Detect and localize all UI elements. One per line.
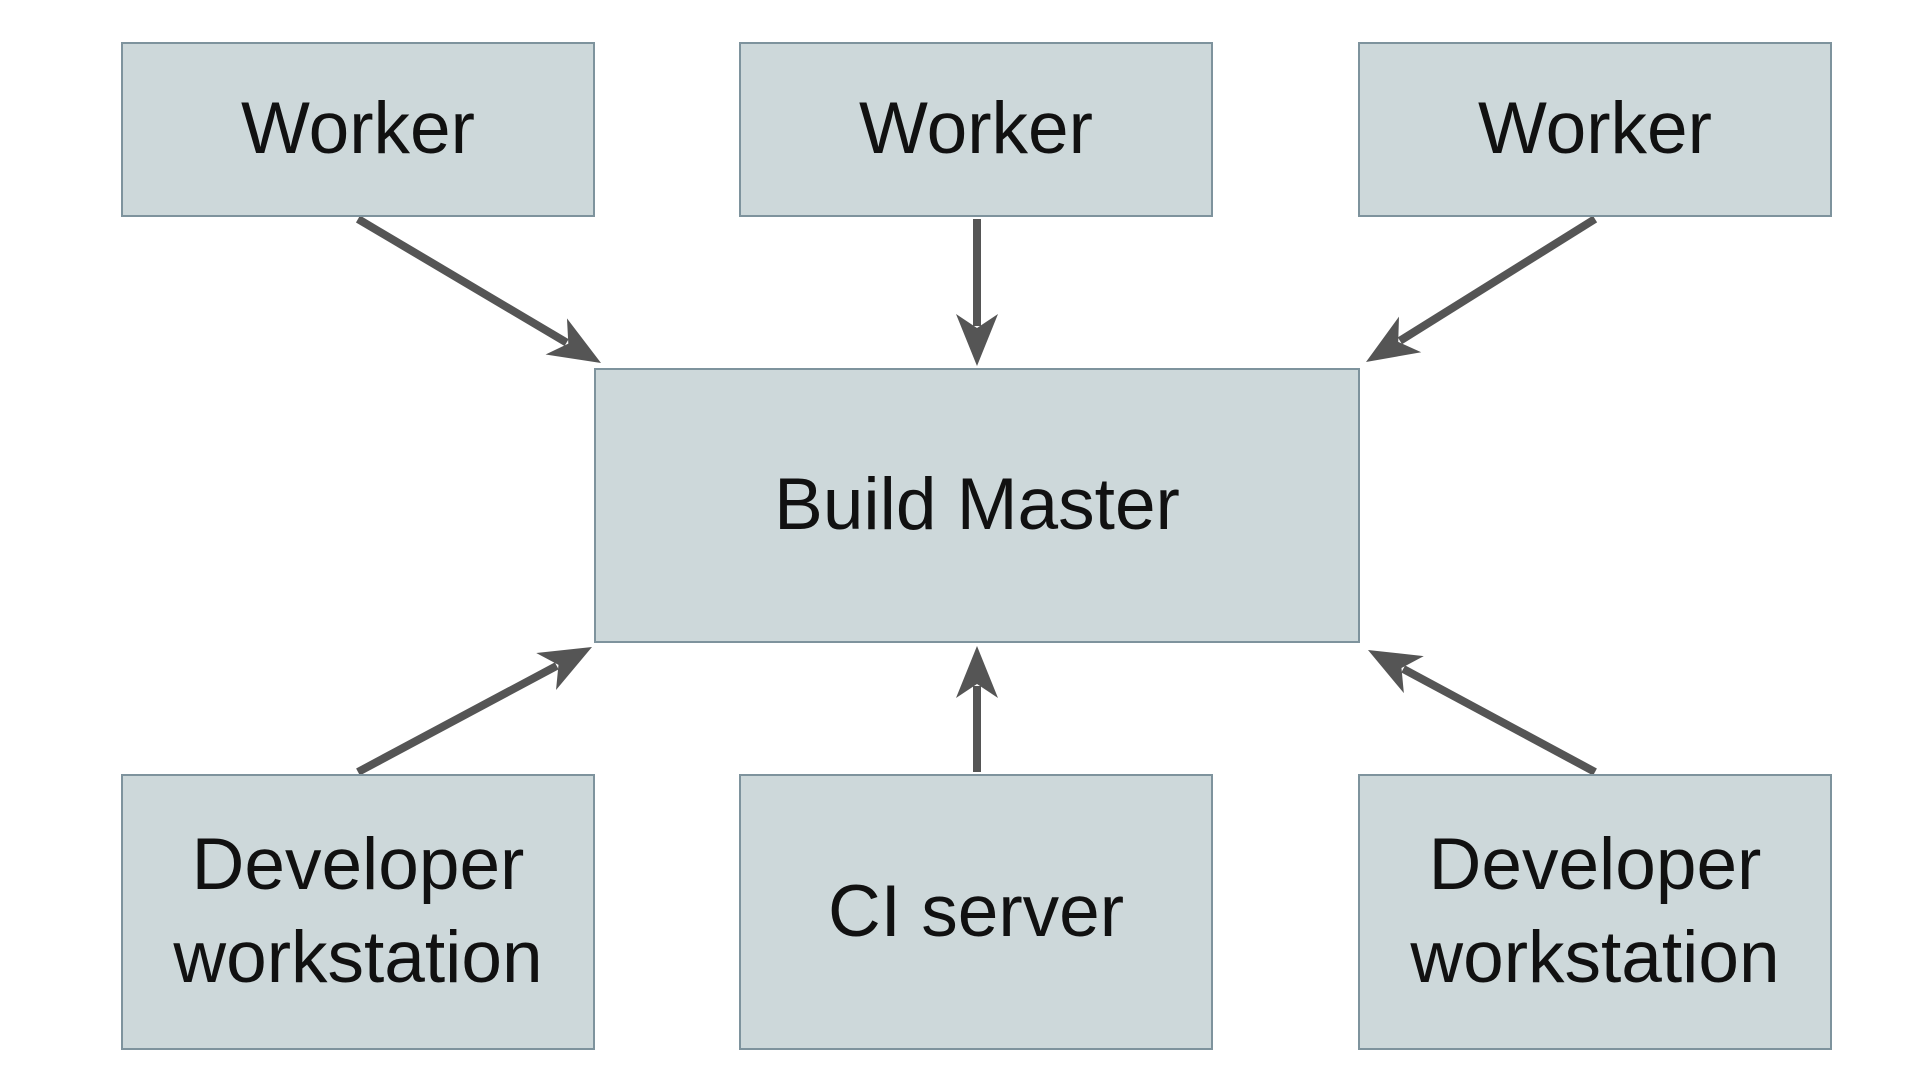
arrow-worker3-to-buildmaster — [1365, 215, 1598, 362]
node-worker-3-label: Worker — [1478, 88, 1712, 170]
arrow-devworkstation-right-to-buildmaster — [1367, 650, 1597, 776]
node-worker-2-label: Worker — [859, 88, 1093, 170]
node-ci-server: CI server — [739, 774, 1213, 1050]
arrow-devworkstation-left-to-buildmaster — [356, 646, 592, 776]
node-worker-1-label: Worker — [241, 88, 475, 170]
node-developer-workstation-right-label: Developer workstation — [1410, 824, 1780, 998]
node-build-master-label: Build Master — [774, 464, 1180, 546]
node-build-master: Build Master — [594, 368, 1360, 643]
node-worker-3: Worker — [1358, 42, 1832, 217]
node-worker-1: Worker — [121, 42, 595, 217]
arrow-worker1-to-buildmaster — [355, 215, 601, 364]
node-developer-workstation-right: Developer workstation — [1358, 774, 1832, 1050]
node-developer-workstation-left-label: Developer workstation — [173, 824, 543, 998]
node-developer-workstation-left: Developer workstation — [121, 774, 595, 1050]
node-worker-2: Worker — [739, 42, 1213, 217]
node-ci-server-label: CI server — [827, 870, 1125, 952]
